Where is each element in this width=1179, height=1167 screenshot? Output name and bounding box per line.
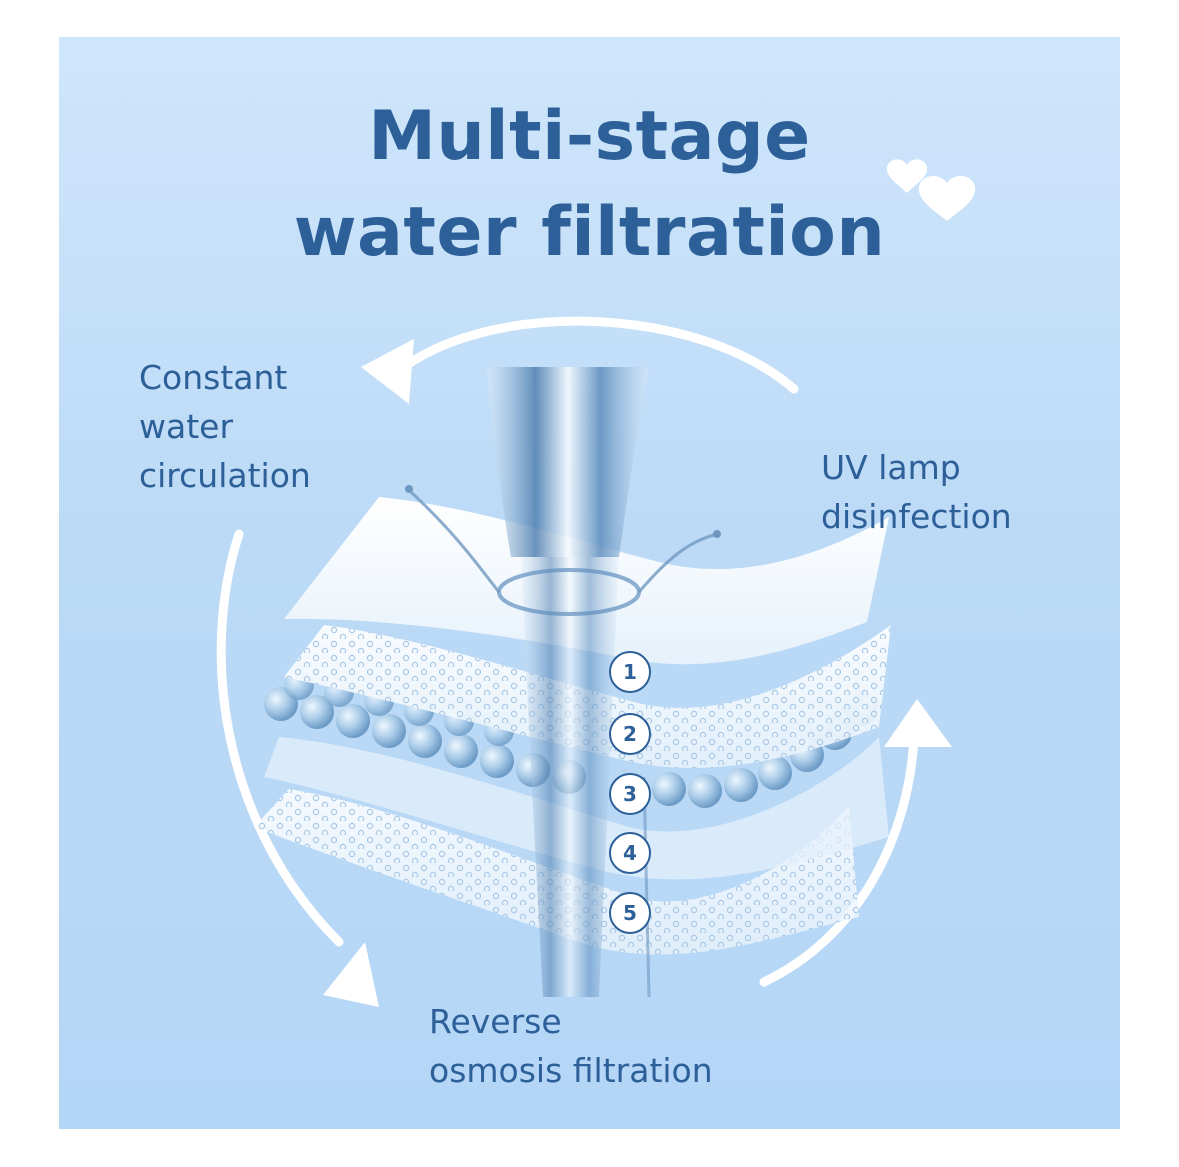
label-uv-line-2: disinfection <box>821 497 1012 536</box>
filtration-illustration: 1 2 3 4 5 <box>216 159 976 1007</box>
arrow-heads <box>323 339 952 1007</box>
stage-badge-3: 3 <box>609 773 651 815</box>
label-circulation-line-2: water <box>139 407 234 446</box>
label-reverse-osmosis: Reverse osmosis filtration <box>429 997 713 1095</box>
label-circulation-line-3: circulation <box>139 456 311 495</box>
hearts-icon <box>886 159 976 221</box>
label-circulation: Constant water circulation <box>139 353 311 500</box>
infographic-panel: 1 2 3 4 5 Multi-stage water filtration <box>59 37 1120 1129</box>
label-ro-line-2: osmosis filtration <box>429 1051 713 1090</box>
circular-arrow-icon <box>216 316 919 987</box>
label-ro-line-1: Reverse <box>429 1002 562 1041</box>
stage-badge-2: 2 <box>609 713 651 755</box>
label-circulation-line-1: Constant <box>139 358 288 397</box>
page-title: Multi-stage water filtration <box>59 89 1120 281</box>
label-uv-disinfection: UV lamp disinfection <box>821 443 1012 541</box>
stage-badge-4: 4 <box>609 832 651 874</box>
stage-badge-1: 1 <box>609 651 651 693</box>
svg-text:4: 4 <box>623 841 637 865</box>
svg-text:3: 3 <box>623 782 637 806</box>
svg-text:2: 2 <box>623 722 637 746</box>
title-line-2: water filtration <box>293 193 886 272</box>
svg-text:5: 5 <box>623 901 637 925</box>
svg-text:1: 1 <box>623 660 637 684</box>
stage-badges: 1 2 3 4 5 <box>609 651 651 934</box>
stage-badge-5: 5 <box>609 892 651 934</box>
label-uv-line-1: UV lamp <box>821 448 961 487</box>
water-stream-icon <box>405 367 721 998</box>
title-line-1: Multi-stage <box>368 97 811 176</box>
